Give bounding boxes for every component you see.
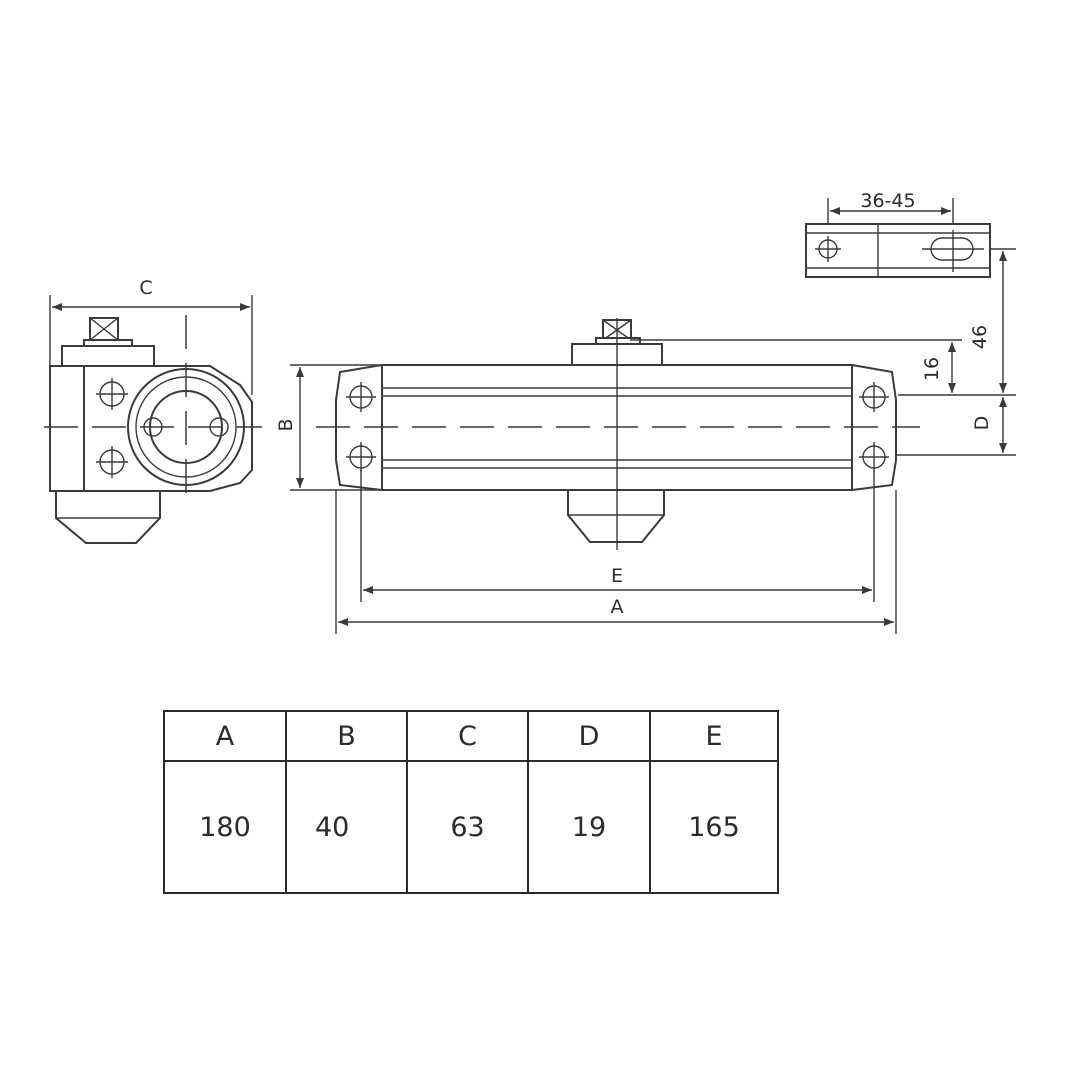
table-header-a: A — [163, 710, 287, 762]
dim-label-a: A — [611, 596, 624, 618]
table-cell-d: 19 — [527, 760, 651, 894]
table-cell-c: 63 — [406, 760, 529, 894]
mounting-bracket: 36-45 46 16 D — [630, 190, 1016, 456]
table-cell-a: 180 — [163, 760, 287, 894]
table-header-d: D — [527, 710, 651, 762]
dim-label-e: E — [611, 565, 623, 587]
table-header-e: E — [649, 710, 779, 762]
dim-label-16: 16 — [921, 357, 943, 381]
table-header-c: C — [406, 710, 529, 762]
mounting-holes — [346, 382, 889, 472]
dim-label-36-45: 36-45 — [860, 190, 915, 212]
dim-label-b: B — [275, 418, 297, 431]
table-header-row: A B C D E — [163, 710, 779, 762]
table-cell-b: 40 — [285, 760, 408, 894]
front-view: B — [275, 318, 920, 634]
dim-label-c: C — [139, 277, 152, 299]
table-cell-e: 165 — [649, 760, 779, 894]
side-view: C — [44, 277, 262, 544]
dim-label-d: D — [971, 416, 993, 431]
dimensions-table: A B C D E 180 40 63 19 165 — [163, 710, 779, 894]
table-header-b: B — [285, 710, 408, 762]
dim-label-46: 46 — [969, 325, 991, 349]
table-row: 180 40 63 19 165 — [163, 760, 779, 894]
